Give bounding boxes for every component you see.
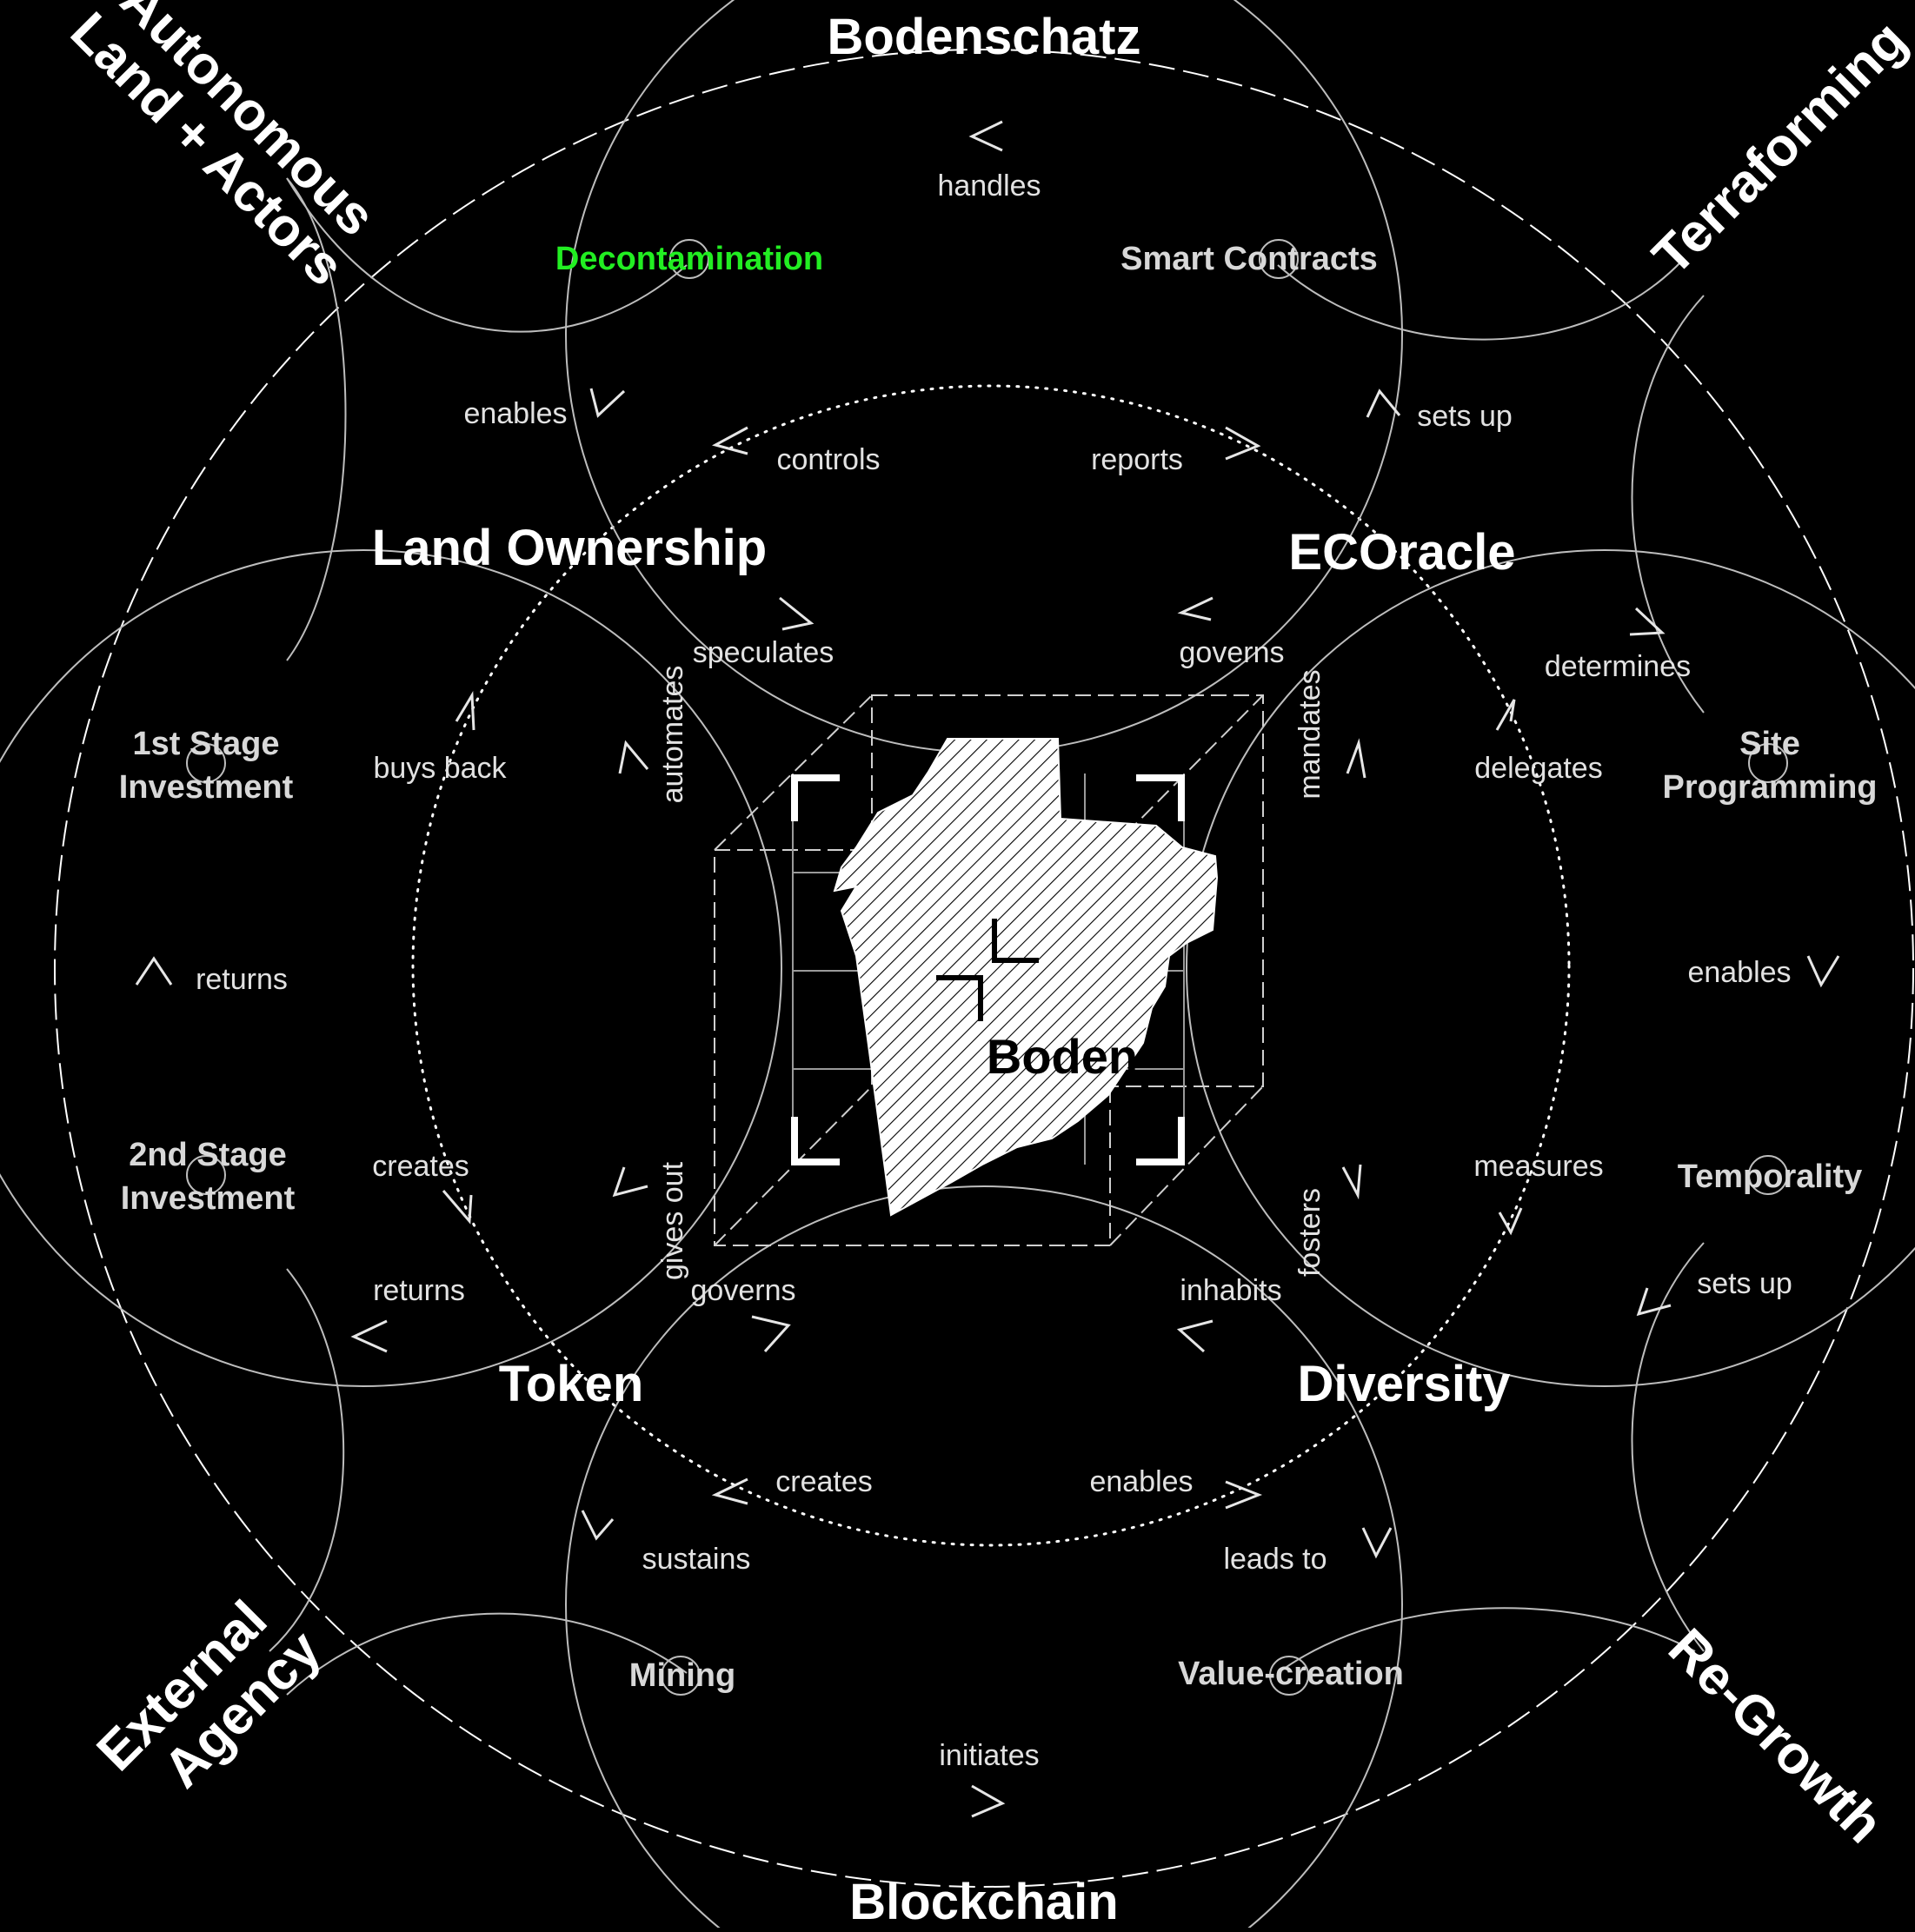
relation-initiates: initiates — [939, 1739, 1039, 1772]
arc-bottom-right-side — [1631, 1242, 1705, 1652]
relation-governs-top: governs — [1180, 636, 1285, 669]
circle-right — [1186, 549, 1915, 1387]
relation-creates-left: creates — [372, 1150, 469, 1183]
relation-automates: automates — [656, 666, 689, 804]
node-circle-smart-contracts — [1259, 239, 1299, 279]
node-circle-second-stage — [186, 1155, 226, 1195]
relation-sets-up-right: sets up — [1697, 1267, 1792, 1300]
arc-top-left-side — [286, 177, 347, 661]
arc-top-right — [1277, 260, 1683, 341]
relation-inhabits: inhabits — [1180, 1274, 1281, 1307]
node-token: Token — [499, 1356, 644, 1412]
relation-controls: controls — [776, 443, 880, 476]
relation-speculates: speculates — [693, 636, 834, 669]
relation-enables-bottom: enables — [1089, 1465, 1193, 1498]
relation-enables-top: enables — [463, 397, 567, 430]
node-circle-value-creation — [1269, 1656, 1309, 1696]
node-circle-first-stage — [186, 743, 226, 783]
relation-mandates: mandates — [1293, 669, 1327, 799]
relation-enables-right: enables — [1687, 956, 1791, 989]
relation-governs-bottom: governs — [691, 1274, 796, 1307]
relation-handles: handles — [937, 169, 1041, 202]
node-site-programming-2: Programming — [1662, 769, 1877, 806]
label-bodenschatz: Bodenschatz — [828, 9, 1141, 65]
relation-determines: determines — [1545, 650, 1691, 683]
arc-bottom-left — [286, 1612, 688, 1696]
relation-sustains: sustains — [642, 1543, 751, 1576]
relation-measures: measures — [1473, 1150, 1603, 1183]
relation-reports: reports — [1091, 443, 1183, 476]
arc-bottom-right — [1277, 1607, 1696, 1674]
relation-sets-up-top: sets up — [1417, 400, 1513, 433]
node-second-stage-investment-2: Investment — [121, 1180, 296, 1217]
arc-top-left — [286, 177, 688, 333]
node-decontamination: Decontamination — [555, 241, 823, 277]
label-external-agency: External Agency — [86, 1590, 333, 1799]
inner-dotted-ring — [411, 384, 1571, 1547]
circle-bottom — [565, 1185, 1403, 1932]
node-circle-mining — [661, 1656, 701, 1696]
node-circle-decontamination — [669, 239, 709, 279]
arc-top-right-side — [1631, 295, 1705, 714]
land-parcel-shape — [833, 738, 1219, 1217]
label-blockchain: Blockchain — [849, 1874, 1118, 1928]
frame-corners — [791, 774, 1185, 1165]
node-site-programming-1: Site — [1739, 726, 1800, 762]
circle-left — [0, 549, 782, 1387]
relation-buys-back: buys back — [373, 752, 507, 785]
node-temporality: Temporality — [1678, 1159, 1863, 1195]
relation-returns-left: returns — [196, 963, 288, 996]
arc-bottom-left-side — [269, 1268, 345, 1652]
node-first-stage-investment-2: Investment — [119, 769, 294, 806]
relation-returns-bottom: returns — [373, 1274, 465, 1307]
relation-creates-bottom: creates — [775, 1465, 873, 1498]
node-first-stage-investment-1: 1st Stage — [133, 726, 280, 762]
node-land-ownership: Land Ownership — [372, 520, 767, 576]
label-autonomous-land-actors: Autonomous Land + Actors — [59, 0, 387, 297]
label-re-growth: Re-Growth — [1657, 1617, 1894, 1855]
node-circle-site-programming — [1748, 743, 1788, 783]
center-crosshair — [936, 919, 1039, 1021]
outer-dashed-ring — [54, 49, 1914, 1888]
node-mining: Mining — [629, 1657, 735, 1694]
node-value-creation: Value-creation — [1178, 1656, 1404, 1692]
node-diversity: Diversity — [1297, 1356, 1510, 1412]
node-second-stage-investment-1: 2nd Stage — [129, 1137, 287, 1173]
relation-delegates: delegates — [1474, 752, 1602, 785]
node-smart-contracts: Smart Contracts — [1120, 241, 1378, 277]
label-terraforming: Terraforming — [1641, 10, 1915, 286]
node-circle-temporality — [1748, 1155, 1788, 1195]
relation-fosters: fosters — [1293, 1188, 1327, 1277]
relation-leads-to: leads to — [1223, 1543, 1327, 1576]
arrow-heads — [135, 120, 1840, 1818]
node-ecoracle: ECOracle — [1288, 524, 1515, 581]
relation-gives-out: gives out — [656, 1161, 689, 1280]
center-label-boden: Boden — [987, 1029, 1138, 1084]
